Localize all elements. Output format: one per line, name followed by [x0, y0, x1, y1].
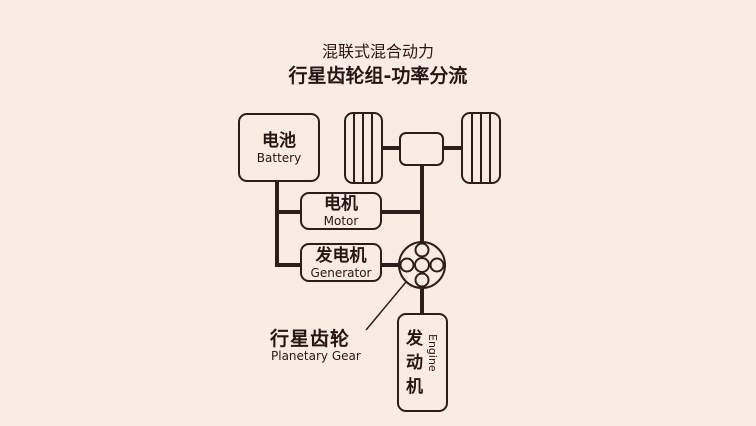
- battery-label-cn: 电池: [262, 131, 296, 151]
- diagram-title: 行星齿轮组-功率分流: [288, 65, 468, 87]
- generator-label-cn: 发电机: [315, 245, 367, 266]
- planetary-gear-label-cn: 行星齿轮: [270, 328, 351, 350]
- battery-box: 电池 Battery: [238, 113, 320, 182]
- planetary-gear-label-en: Planetary Gear: [271, 349, 361, 363]
- motor-box: 电机 Motor: [300, 192, 382, 230]
- right-wheel: [461, 112, 501, 184]
- engine-label-en: Engine: [426, 333, 439, 372]
- engine-box: 发 动 机 Engine: [397, 313, 448, 412]
- engine-label-cn-2: 动: [406, 352, 423, 373]
- engine-label-cn-3: 机: [406, 376, 423, 397]
- engine-label-cn-1: 发: [406, 328, 423, 349]
- generator-box: 发电机 Generator: [300, 243, 382, 282]
- generator-label-en: Generator: [310, 265, 372, 280]
- battery-label-en: Battery: [256, 151, 302, 165]
- differential-box: [399, 132, 444, 166]
- motor-label-cn: 电机: [324, 194, 358, 214]
- motor-label-en: Motor: [323, 214, 359, 228]
- left-wheel: [344, 112, 383, 184]
- gear-leader-line: [365, 281, 407, 331]
- diagram-subtitle: 混联式混合动力: [321, 42, 434, 61]
- planetary-gear-icon: [398, 241, 446, 289]
